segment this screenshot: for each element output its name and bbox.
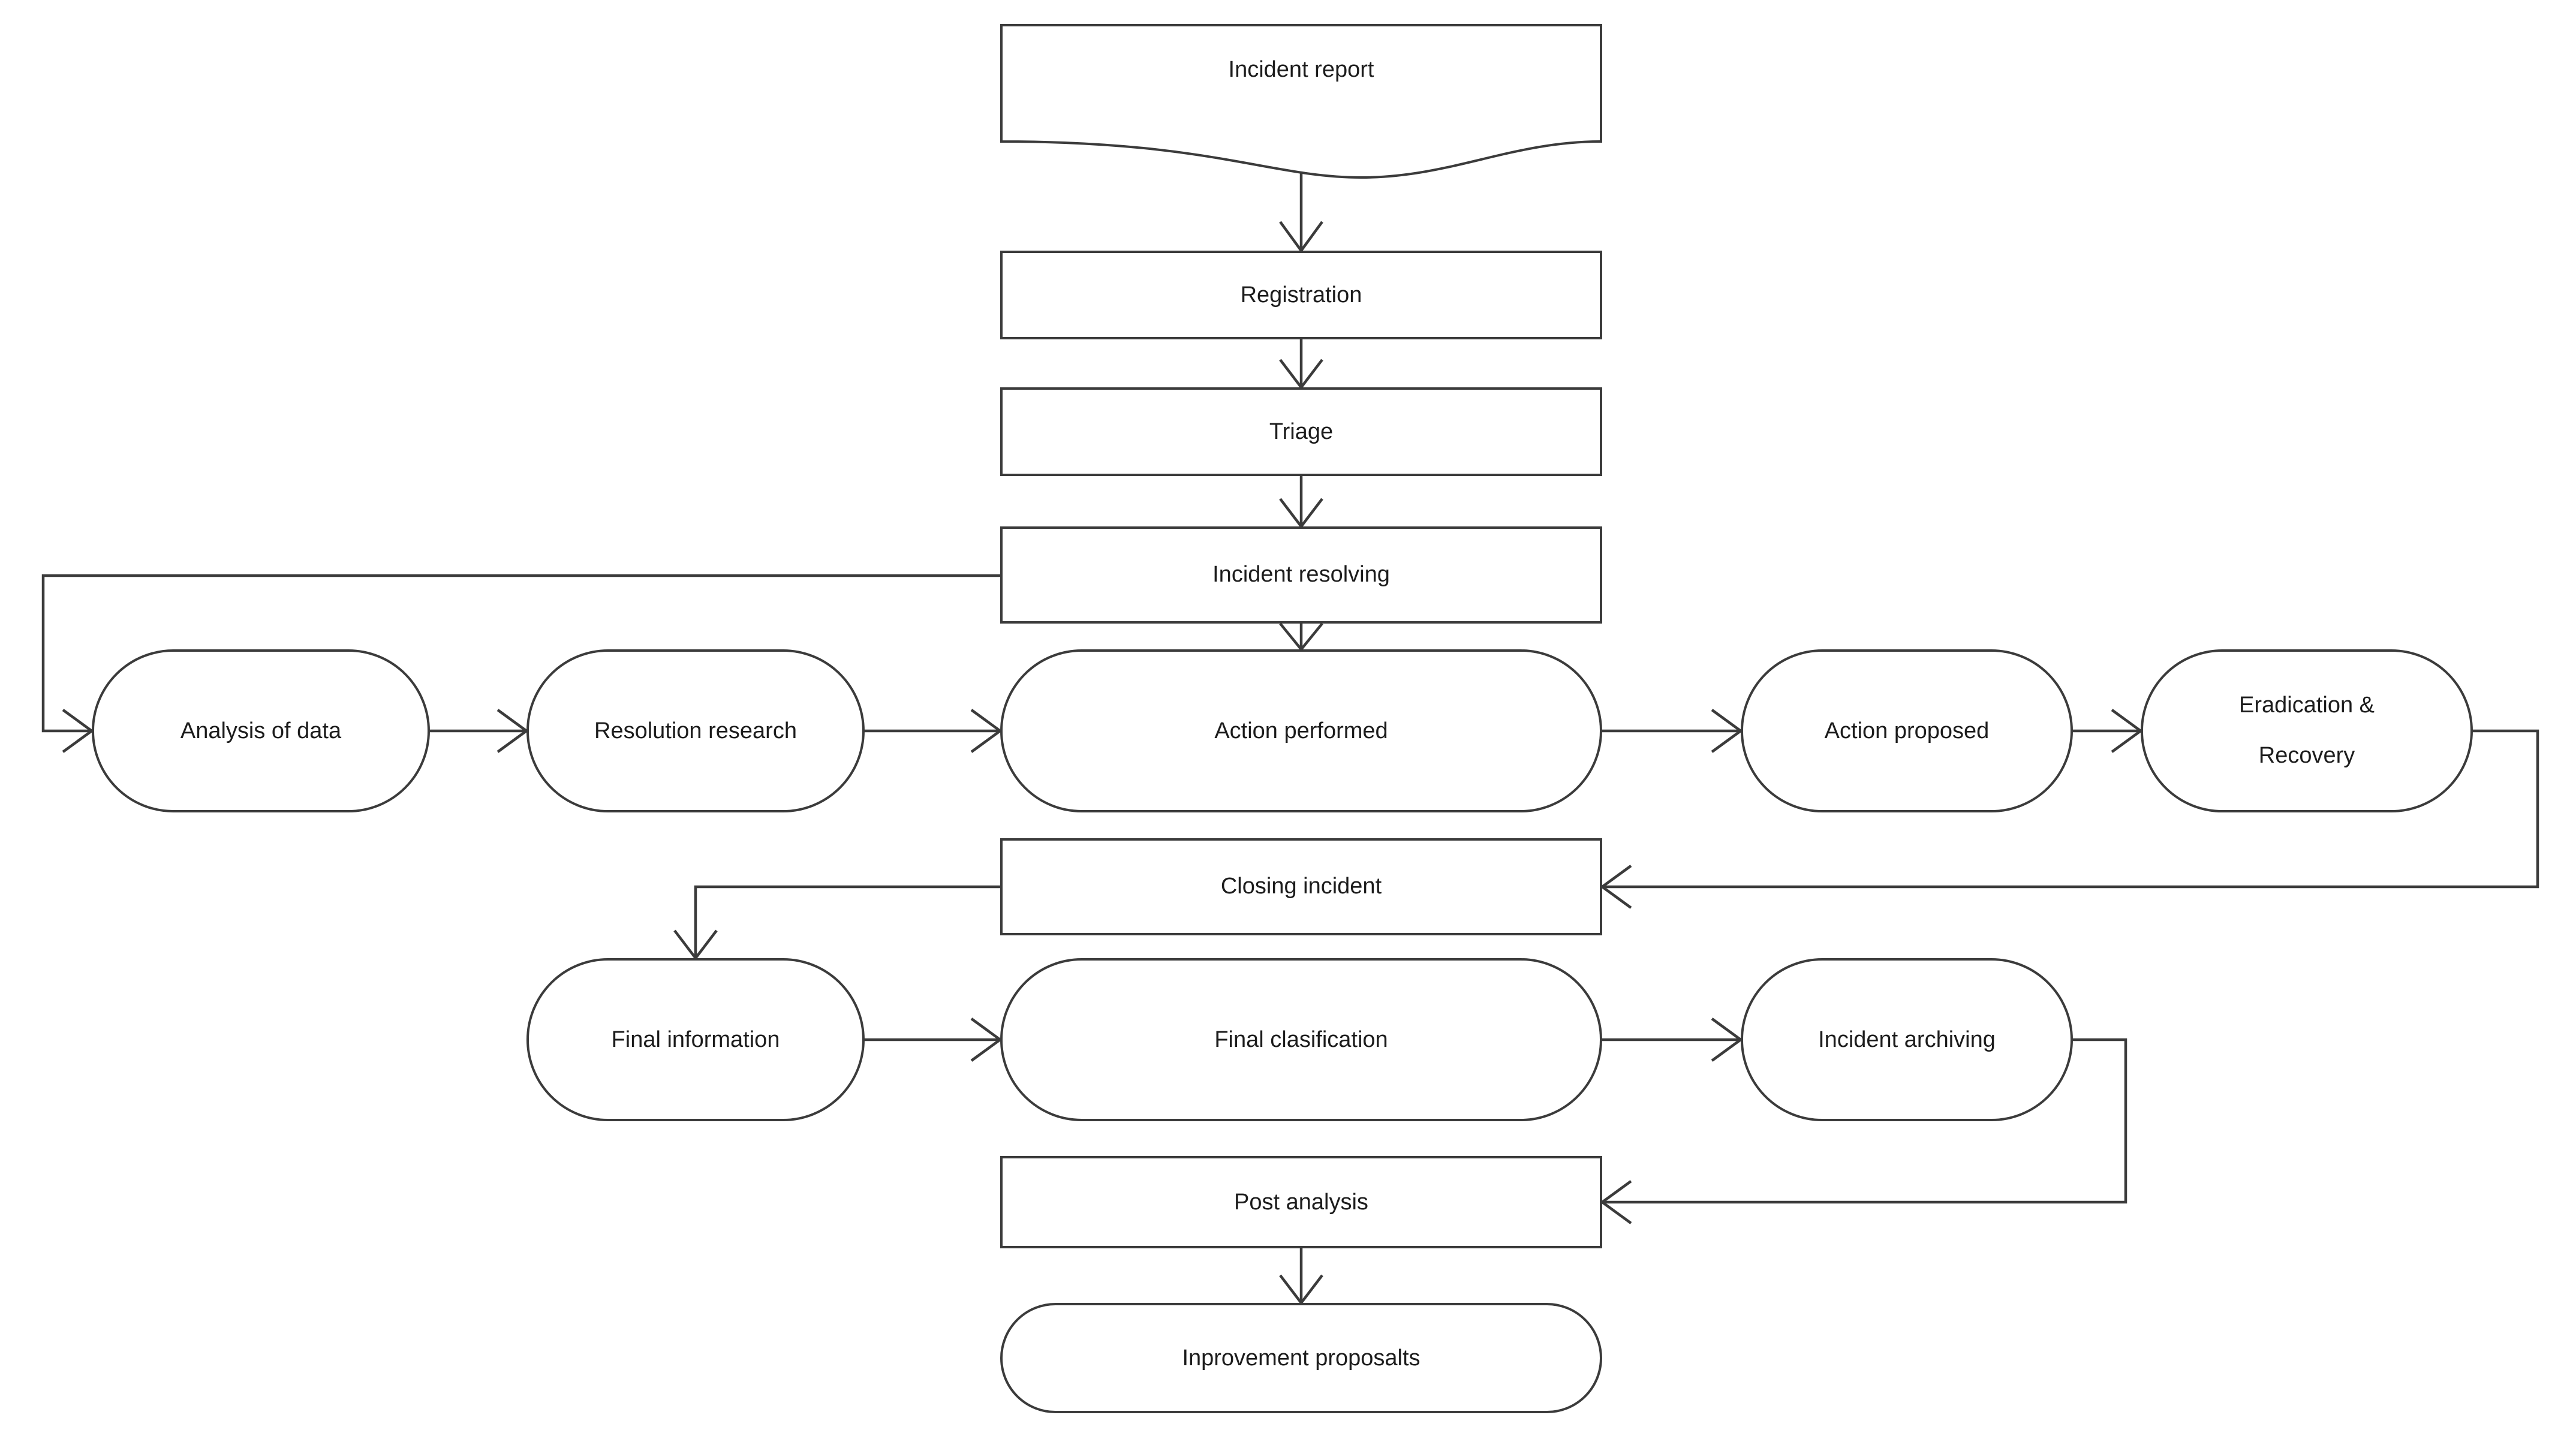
registration-label: Registration	[1241, 282, 1362, 308]
post-analysis-label: Post analysis	[1234, 1190, 1368, 1215]
node-registration[interactable]: Registration	[1000, 251, 1602, 339]
resolution-research-shape	[526, 649, 865, 812]
action-performed-label: Action performed	[1214, 718, 1388, 743]
edge-post-analysis-to-proposalts	[1279, 1247, 1323, 1305]
edge-analysis-to-resolution	[429, 709, 529, 753]
analysis-of-data-label: Analysis of data	[180, 718, 342, 743]
edge-triage-to-resolving	[1279, 475, 1323, 529]
inprovement-proposalts-shape	[1000, 1303, 1602, 1413]
edge-clasification-to-archiving	[1601, 1017, 1743, 1062]
node-triage[interactable]: Triage	[1000, 387, 1602, 476]
action-performed-shape	[1000, 649, 1602, 812]
edge-final-info-to-clasification	[863, 1017, 1003, 1062]
node-closing-incident[interactable]: Closing incident	[1000, 838, 1602, 935]
closing-incident-shape	[1000, 838, 1602, 935]
node-post-analysis[interactable]: Post analysis	[1000, 1156, 1602, 1248]
registration-shape	[1000, 251, 1602, 339]
node-action-proposed[interactable]: Action proposed	[1741, 649, 2073, 812]
edge-registration-to-triage	[1279, 338, 1323, 390]
incident-resolving-shape	[1000, 526, 1602, 624]
eradication-recovery-shape	[2141, 649, 2473, 812]
node-inprovement-proposalts[interactable]: Inprovement proposalts	[1000, 1303, 1602, 1413]
eradication-recovery-label-line2: Recovery	[2259, 743, 2355, 768]
edges-layer	[41, 147, 2539, 1305]
action-proposed-shape	[1741, 649, 2073, 812]
incident-archiving-label: Incident archiving	[1818, 1027, 1996, 1052]
triage-label: Triage	[1269, 419, 1333, 444]
closing-incident-label: Closing incident	[1221, 874, 1382, 899]
incident-report-shape	[1000, 24, 1602, 179]
node-incident-report[interactable]: Incident report	[1000, 24, 1602, 179]
node-eradication-recovery[interactable]: Eradication & Recovery	[2141, 649, 2473, 812]
node-final-information[interactable]: Final information	[526, 958, 865, 1121]
edge-proposed-to-eradication	[2072, 709, 2143, 753]
post-analysis-shape	[1000, 1156, 1602, 1248]
node-incident-archiving[interactable]: Incident archiving	[1741, 958, 2073, 1121]
node-final-clasification[interactable]: Final clasification	[1000, 958, 1602, 1121]
action-proposed-label: Action proposed	[1825, 718, 1990, 743]
final-information-label: Final information	[612, 1027, 780, 1052]
eradication-recovery-label-line1: Eradication &	[2239, 693, 2375, 718]
edge-resolving-to-action-performed	[1279, 622, 1323, 652]
node-analysis-of-data[interactable]: Analysis of data	[92, 649, 430, 812]
node-resolution-research[interactable]: Resolution research	[526, 649, 865, 812]
edge-resolution-to-action-performed	[863, 709, 1003, 753]
edge-closing-to-final-information	[673, 885, 1001, 961]
inprovement-proposalts-label: Inprovement proposalts	[1182, 1345, 1420, 1371]
node-action-performed[interactable]: Action performed	[1000, 649, 1602, 812]
resolution-research-label: Resolution research	[594, 718, 797, 743]
final-clasification-shape	[1000, 958, 1602, 1121]
final-information-shape	[526, 958, 865, 1121]
triage-shape	[1000, 387, 1602, 476]
incident-archiving-shape	[1741, 958, 2073, 1121]
analysis-of-data-shape	[92, 649, 430, 812]
nodes-layer: Incident report Registration Triage Inci…	[92, 24, 2473, 1413]
incident-resolving-label: Incident resolving	[1212, 562, 1390, 587]
final-clasification-label: Final clasification	[1214, 1027, 1388, 1052]
edge-action-performed-to-proposed	[1601, 709, 1743, 753]
node-incident-resolving[interactable]: Incident resolving	[1000, 526, 1602, 624]
incident-report-label: Incident report	[1229, 57, 1374, 82]
